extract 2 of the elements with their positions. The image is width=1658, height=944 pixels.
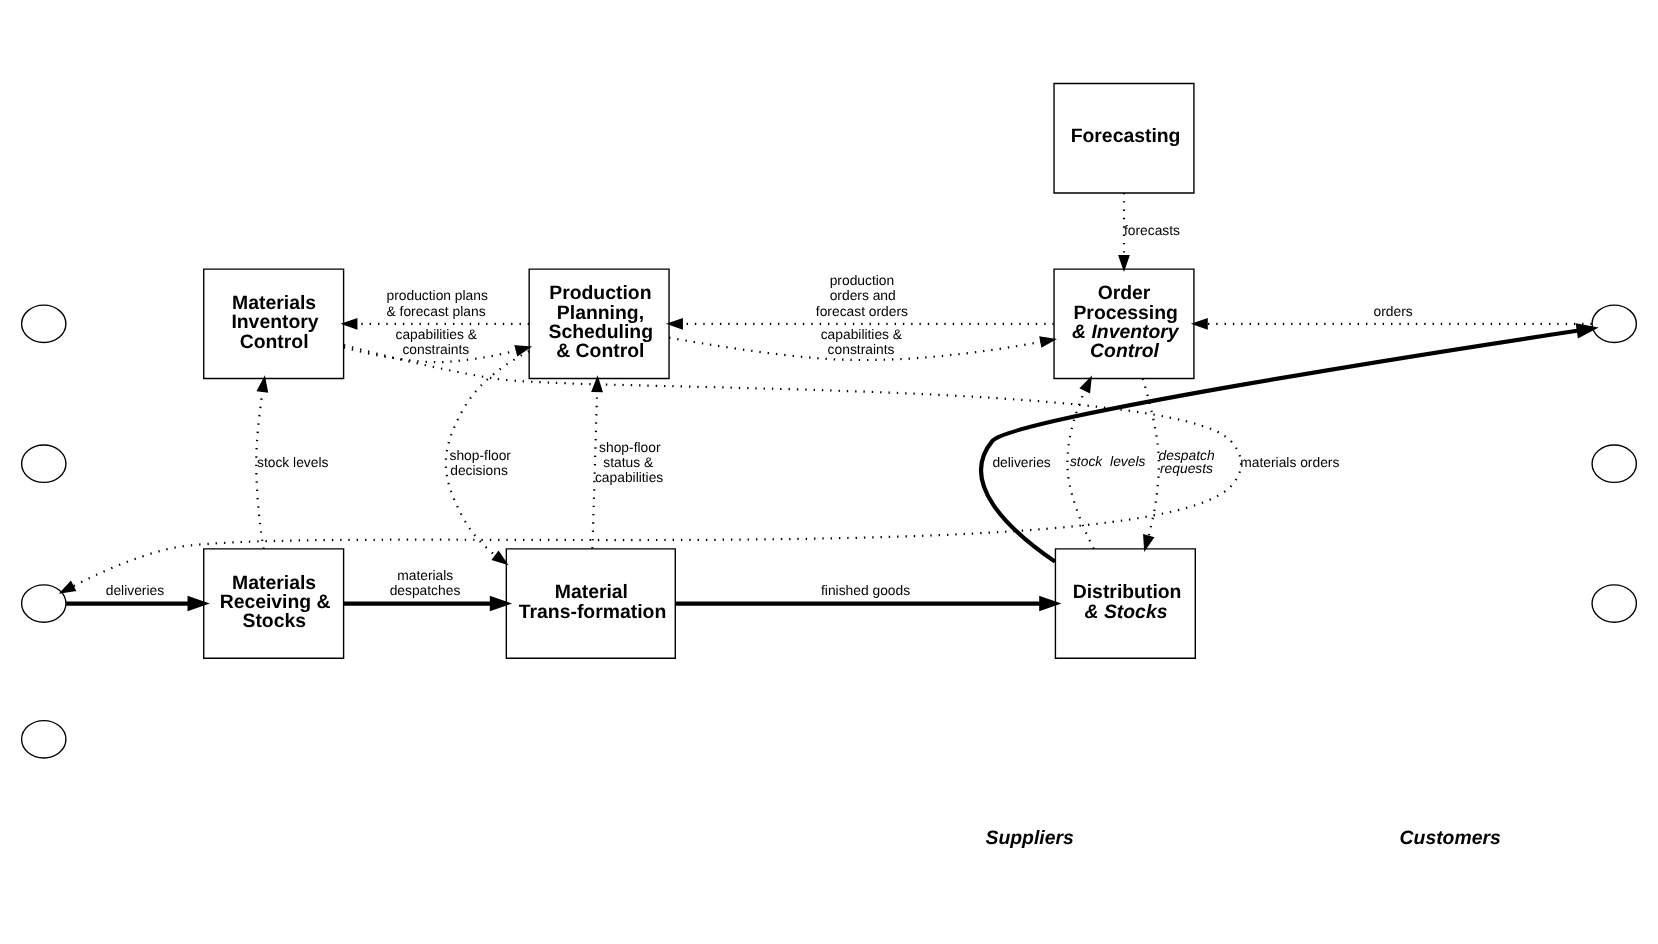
label: Suppliers [985,828,1074,851]
label: Customers [1399,828,1501,851]
